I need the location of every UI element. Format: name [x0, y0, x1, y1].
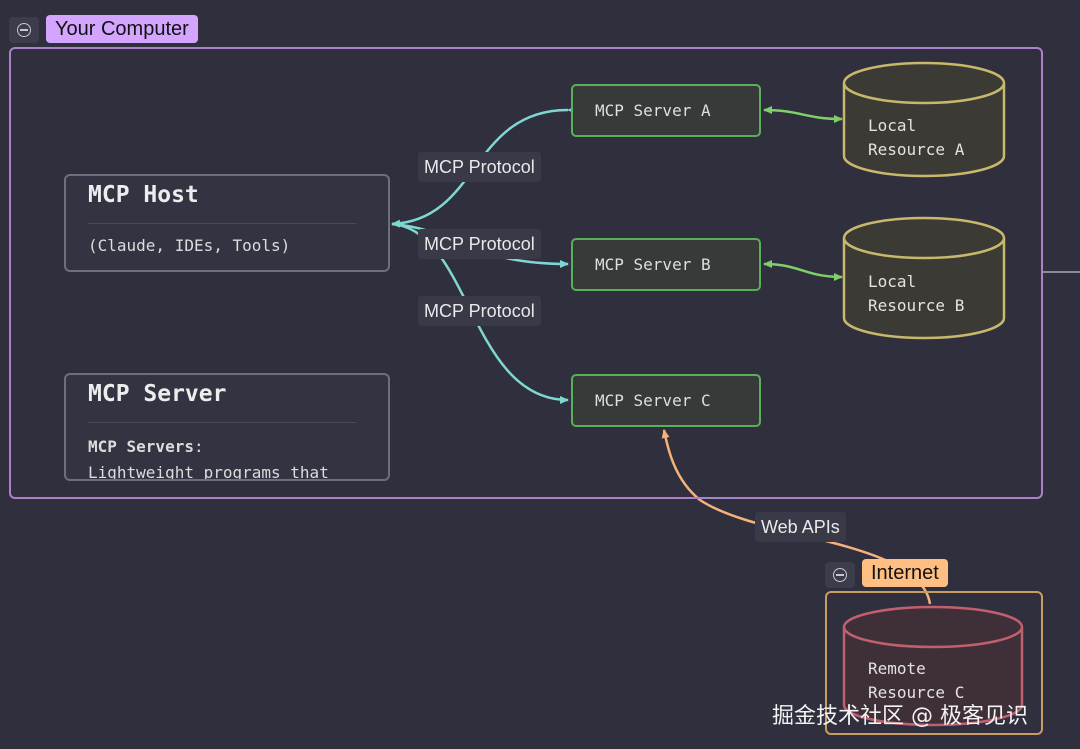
remote-resource-c-label: Remote Resource C: [868, 659, 965, 702]
mcp-server-card[interactable]: MCP Server MCP Servers: Lightweight prog…: [64, 373, 390, 481]
local-resource-b-label: Local Resource B: [868, 272, 965, 315]
mcp-server-description: Lightweight programs that: [88, 463, 329, 481]
edge-label-protocol-b: MCP Protocol: [418, 229, 541, 259]
mcp-server-term-line: MCP Servers:: [88, 437, 204, 456]
mcp-host-card[interactable]: MCP Host (Claude, IDEs, Tools): [64, 174, 390, 272]
edge-label-protocol-a: MCP Protocol: [418, 152, 541, 182]
local-resource-a-cylinder[interactable]: [842, 61, 1006, 178]
mcp-server-term: MCP Servers: [88, 437, 194, 456]
mcp-server-b[interactable]: MCP Server B: [571, 238, 761, 291]
mcp-server-colon: :: [193, 437, 204, 456]
internet-collapse-button[interactable]: [825, 562, 855, 588]
internet-group: [825, 591, 1043, 735]
local-resource-b-cylinder[interactable]: [842, 216, 1006, 340]
edge-label-web-apis: Web APIs: [755, 512, 846, 542]
your-computer-label: Your Computer: [46, 15, 198, 43]
edge-server-b-resource-b[interactable]: [763, 260, 843, 281]
remote-resource-c-cylinder[interactable]: [842, 605, 1024, 727]
mcp-server-title: MCP Server: [88, 381, 227, 407]
collapse-icon: [17, 23, 31, 37]
mcp-server-a[interactable]: MCP Server A: [571, 84, 761, 137]
watermark: 掘金技术社区 @ 极客见识: [772, 704, 1028, 729]
edge-label-protocol-c: MCP Protocol: [418, 296, 541, 326]
your-computer-collapse-button[interactable]: [9, 17, 39, 43]
card-divider: [88, 223, 356, 224]
your-computer-group: [9, 47, 1043, 499]
card-divider: [88, 422, 356, 423]
edge-server-a-resource-a[interactable]: [763, 106, 843, 123]
internet-label: Internet: [862, 559, 948, 587]
local-resource-a-label: Local Resource A: [868, 116, 965, 159]
collapse-icon: [833, 568, 847, 582]
mcp-server-c[interactable]: MCP Server C: [571, 374, 761, 427]
mcp-host-title: MCP Host: [88, 182, 199, 208]
mcp-host-subtitle: (Claude, IDEs, Tools): [88, 236, 291, 255]
